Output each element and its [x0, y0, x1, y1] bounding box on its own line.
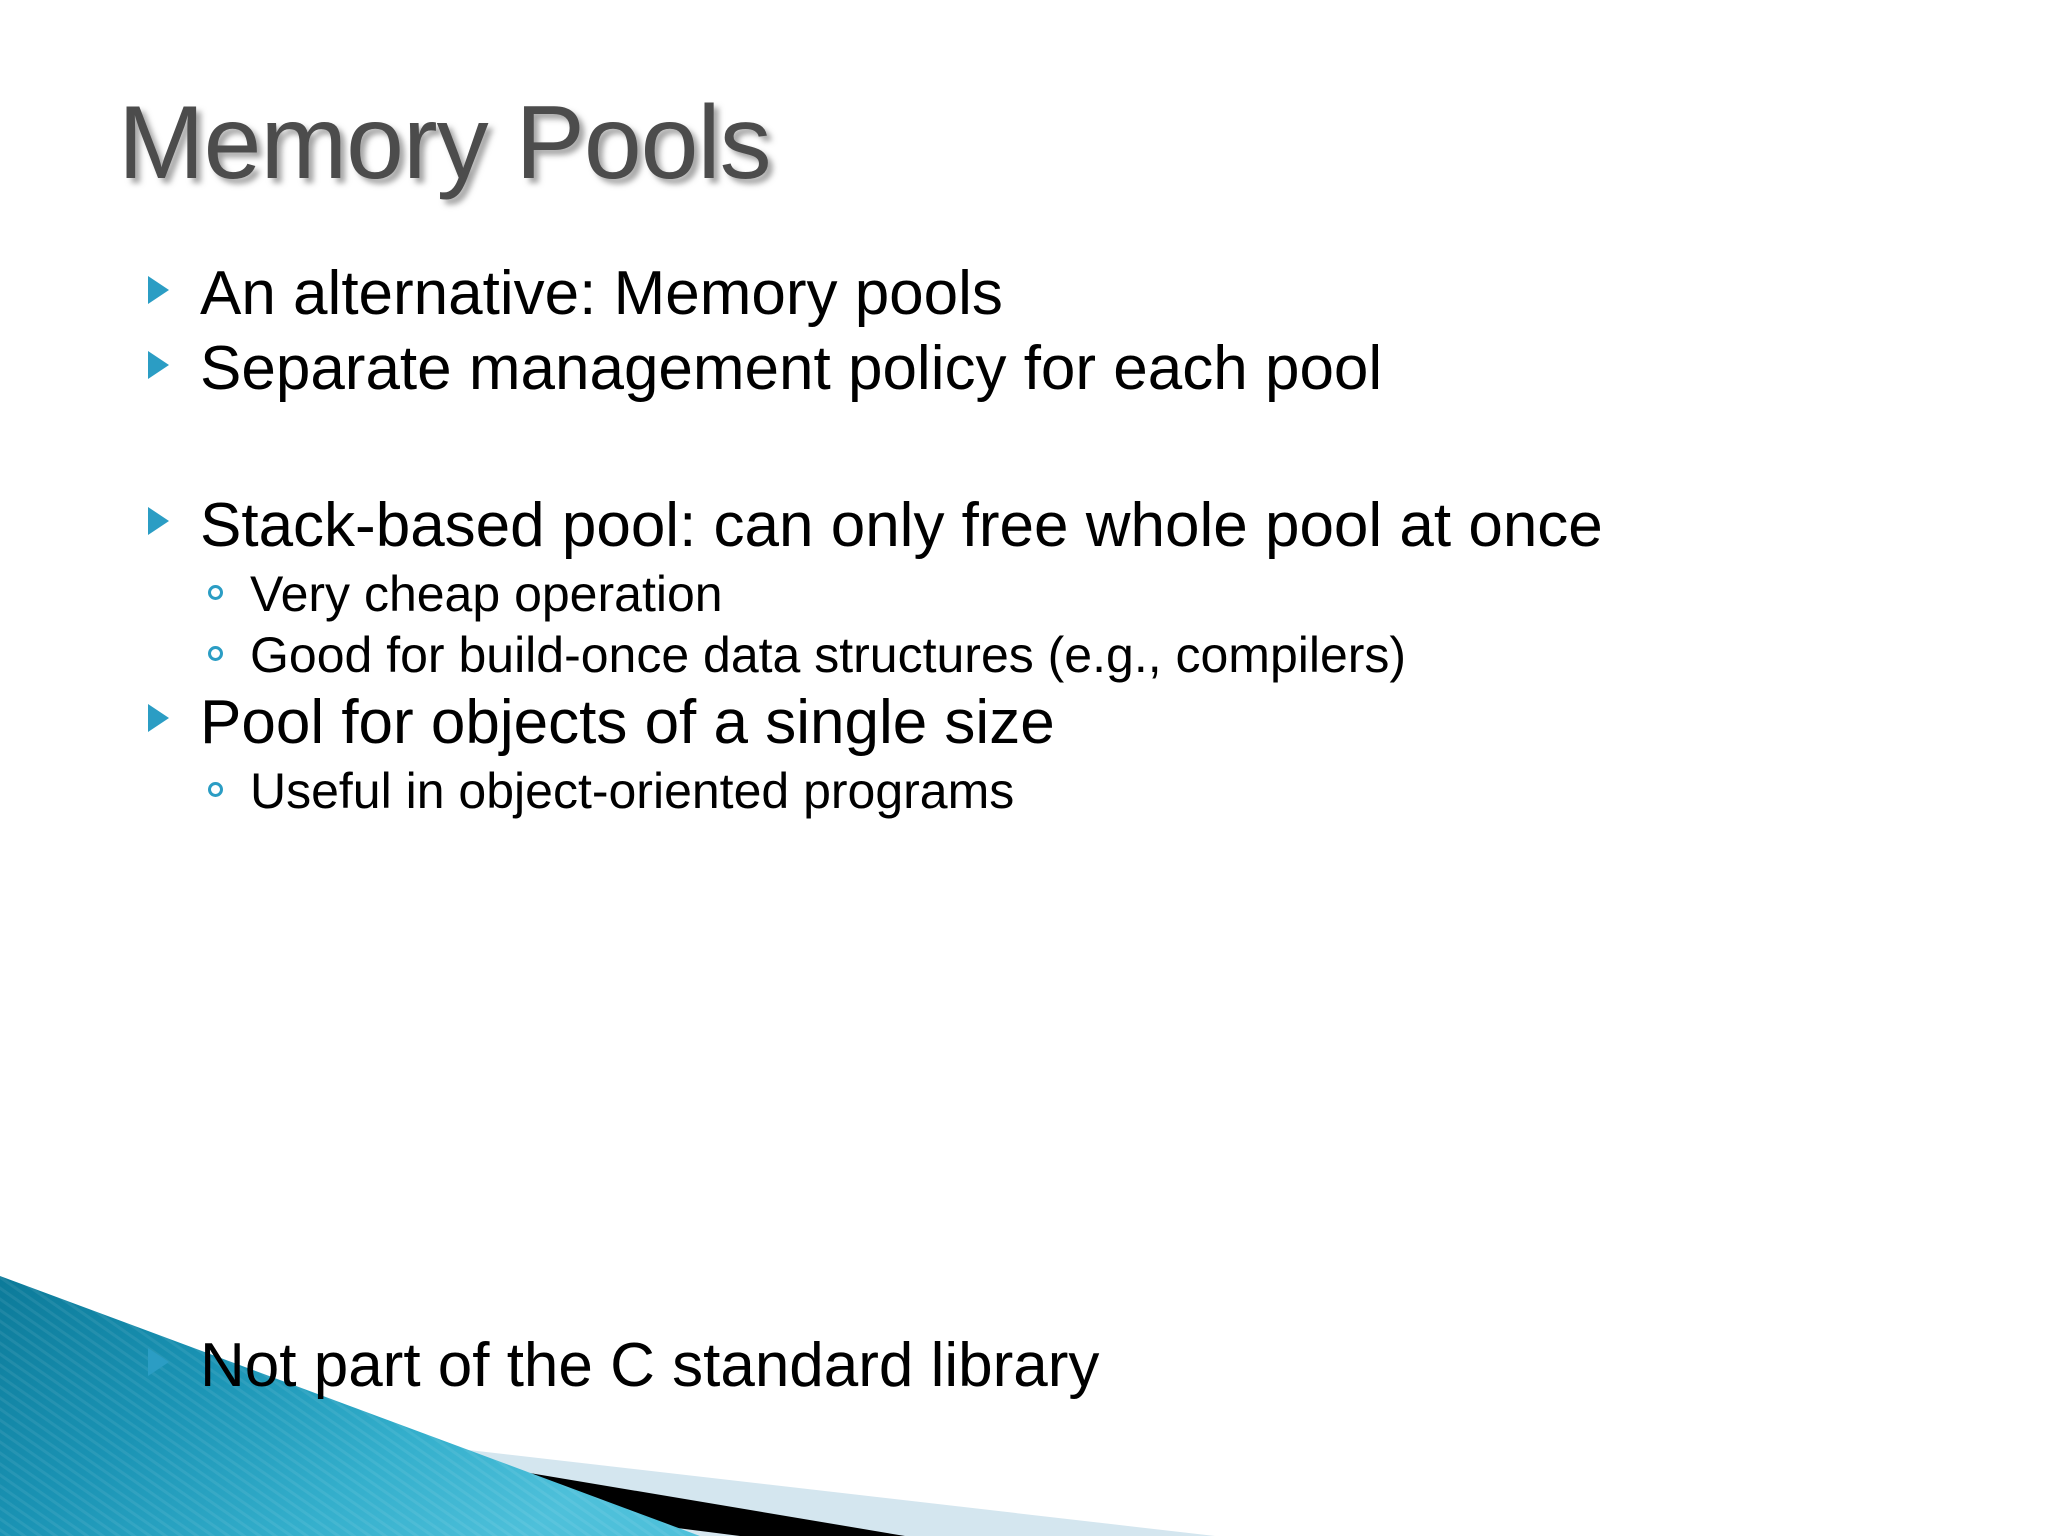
circle-bullet-icon: [208, 584, 223, 600]
list-item: Useful in object-oriented programs: [140, 762, 1930, 821]
slide-body-list: An alternative: Memory pools Separate ma…: [140, 258, 1930, 823]
triangle-bullet-icon: [148, 704, 169, 733]
list-item: Not part of the C standard library: [140, 1330, 1099, 1402]
pale-blue-band: [0, 1396, 1215, 1536]
list-item: Pool for objects of a single size: [140, 687, 1930, 759]
list-item-label: Separate management policy for each pool: [200, 333, 1383, 403]
circle-bullet-icon: [208, 781, 223, 797]
list-item-label: Stack-based pool: can only free whole po…: [200, 490, 1603, 560]
black-band: [0, 1384, 905, 1536]
page-title: Memory Pools: [118, 85, 772, 201]
teal-wedge-texture: [0, 1276, 700, 1536]
list-item: An alternative: Memory pools: [140, 258, 1930, 330]
triangle-bullet-icon: [148, 275, 169, 304]
triangle-bullet-icon: [148, 507, 169, 536]
list-item-label: An alternative: Memory pools: [200, 259, 1003, 328]
list-item: Stack-based pool: can only free whole po…: [140, 490, 1930, 562]
list-item: Very cheap operation: [140, 565, 1930, 624]
list-item-label: Good for build-once data structures (e.g…: [250, 626, 1407, 683]
list-item-label: Useful in object-oriented programs: [250, 762, 1015, 819]
triangle-bullet-icon: [148, 350, 169, 379]
list-item-label: Very cheap operation: [250, 565, 723, 622]
triangle-bullet-icon: [148, 1347, 169, 1376]
list-spacer: [140, 408, 1930, 490]
teal-wedge: [0, 1276, 700, 1536]
list-item-label: Pool for objects of a single size: [200, 687, 1055, 757]
list-item: Separate management policy for each pool: [140, 333, 1930, 405]
list-item: Good for build-once data structures (e.g…: [140, 626, 1930, 685]
circle-bullet-icon: [208, 645, 223, 661]
list-item-label: Not part of the C standard library: [200, 1331, 1100, 1400]
